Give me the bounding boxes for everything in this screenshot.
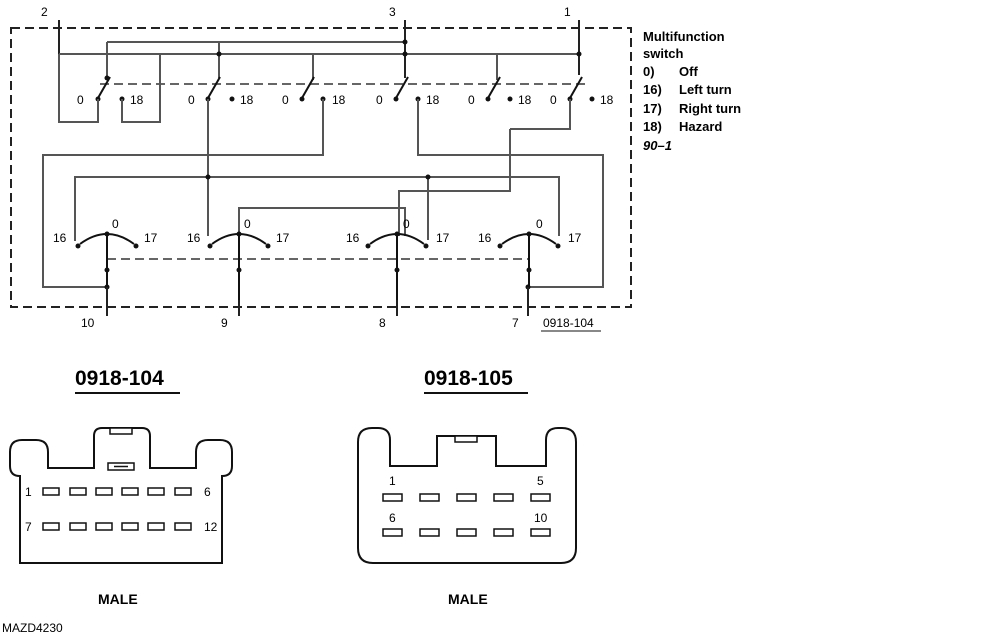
svg-text:17: 17 bbox=[568, 231, 582, 245]
svg-text:0: 0 bbox=[468, 93, 475, 107]
top-feed-wires bbox=[58, 20, 580, 80]
svg-text:18: 18 bbox=[240, 93, 254, 107]
svg-text:18: 18 bbox=[518, 93, 532, 107]
connector-105-title: 0918-105 bbox=[424, 367, 513, 390]
connector-104-pin-row-2 bbox=[42, 522, 192, 531]
connector-104-latch bbox=[109, 427, 133, 435]
svg-text:0: 0 bbox=[77, 93, 84, 107]
svg-text:18: 18 bbox=[600, 93, 614, 107]
connector-105-gender: MALE bbox=[448, 591, 488, 607]
svg-text:18): 18) bbox=[643, 119, 662, 134]
connector-105-pin-1-label: 1 bbox=[389, 474, 396, 488]
connector-105-pin-6-label: 6 bbox=[389, 511, 396, 525]
connector-104-pin-1-label: 1 bbox=[25, 485, 32, 499]
svg-text:switch: switch bbox=[643, 46, 684, 61]
lower-switch-group-3 bbox=[365, 231, 429, 307]
legend: Multifunction switch 0) Off 16) Left tur… bbox=[643, 29, 741, 153]
bottom-terminal-leads bbox=[106, 287, 529, 316]
svg-text:0: 0 bbox=[244, 217, 251, 231]
connector-105-latch bbox=[454, 435, 478, 443]
svg-text:0: 0 bbox=[536, 217, 543, 231]
svg-text:Off: Off bbox=[679, 64, 698, 79]
connector-105-pin-row-1 bbox=[382, 493, 551, 502]
svg-text:0): 0) bbox=[643, 64, 655, 79]
terminal-label-8: 8 bbox=[379, 316, 386, 330]
svg-text:0: 0 bbox=[376, 93, 383, 107]
svg-text:17): 17) bbox=[643, 101, 662, 116]
svg-text:0: 0 bbox=[282, 93, 289, 107]
terminal-label-9: 9 bbox=[221, 316, 228, 330]
connector-105-pin-5-label: 5 bbox=[537, 474, 544, 488]
svg-text:16: 16 bbox=[53, 231, 67, 245]
internal-wiring bbox=[42, 54, 604, 288]
connector-104-gender: MALE bbox=[98, 591, 138, 607]
svg-text:0: 0 bbox=[112, 217, 119, 231]
svg-text:0: 0 bbox=[188, 93, 195, 107]
lower-position-labels: 16 0 17 16 0 17 16 0 17 16 0 17 bbox=[53, 217, 582, 245]
svg-text:90–1: 90–1 bbox=[643, 138, 672, 153]
figure-id: MAZD4230 bbox=[2, 621, 63, 635]
svg-text:Right turn: Right turn bbox=[679, 101, 741, 116]
schematic-ref: 0918-104 bbox=[543, 316, 594, 330]
connector-105-pin-10-label: 10 bbox=[534, 511, 548, 525]
svg-text:16: 16 bbox=[346, 231, 360, 245]
svg-text:17: 17 bbox=[436, 231, 450, 245]
connector-105-pin-row-2 bbox=[382, 528, 551, 537]
top-switch-blades bbox=[97, 76, 583, 99]
svg-text:17: 17 bbox=[276, 231, 290, 245]
svg-text:18: 18 bbox=[426, 93, 440, 107]
svg-text:Left turn: Left turn bbox=[679, 82, 732, 97]
svg-text:16): 16) bbox=[643, 82, 662, 97]
terminal-label-7: 7 bbox=[512, 316, 519, 330]
svg-text:18: 18 bbox=[332, 93, 346, 107]
svg-text:18: 18 bbox=[130, 93, 144, 107]
terminal-label-10: 10 bbox=[81, 316, 95, 330]
lower-junction-dots bbox=[104, 174, 531, 290]
svg-text:0: 0 bbox=[403, 217, 410, 231]
lower-switch-group-2 bbox=[207, 231, 271, 307]
svg-text:16: 16 bbox=[187, 231, 201, 245]
svg-text:0: 0 bbox=[550, 93, 557, 107]
svg-text:Hazard: Hazard bbox=[679, 119, 722, 134]
connector-104-pin-12-label: 12 bbox=[204, 520, 218, 534]
connector-104-key-icon bbox=[107, 462, 135, 471]
svg-text:16: 16 bbox=[478, 231, 492, 245]
connector-104-pin-7-label: 7 bbox=[25, 520, 32, 534]
connector-104-pin-6-label: 6 bbox=[204, 485, 211, 499]
terminal-label-2: 2 bbox=[41, 5, 48, 19]
lower-switch-group-1 bbox=[75, 231, 139, 287]
connector-104-title: 0918-104 bbox=[75, 367, 164, 390]
top-position-labels: 0 18 0 18 0 18 0 18 0 18 0 18 bbox=[77, 93, 614, 107]
terminal-label-3: 3 bbox=[389, 5, 396, 19]
lower-switch-group-4 bbox=[497, 231, 561, 287]
svg-text:Multifunction: Multifunction bbox=[643, 29, 725, 44]
svg-text:17: 17 bbox=[144, 231, 158, 245]
terminal-label-1: 1 bbox=[564, 5, 571, 19]
connector-104-pin-row-1 bbox=[42, 487, 192, 496]
switch-enclosure bbox=[10, 27, 632, 308]
